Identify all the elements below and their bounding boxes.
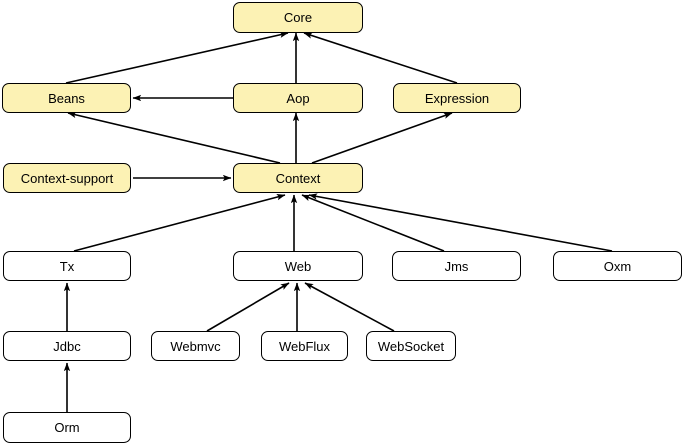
edge-beans-to-core [65,31,289,84]
node-context[interactable]: Context [233,163,363,193]
edge-tx-to-context [73,194,286,252]
node-aop[interactable]: Aop [233,83,363,113]
node-oxm[interactable]: Oxm [553,251,682,281]
node-label-beans: Beans [48,90,85,106]
node-label-context-support: Context-support [20,170,114,186]
edges-group [63,31,613,412]
edge-jms-to-context [301,194,445,252]
node-label-jdbc: Jdbc [53,338,81,354]
node-label-webmvc: Webmvc [170,338,221,354]
node-expression[interactable]: Expression [393,83,521,113]
node-label-oxm: Oxm [603,258,632,274]
node-label-expression: Expression [424,90,490,106]
node-label-core: Core [283,10,313,25]
node-label-context: Context [275,170,321,186]
node-label-jms: Jms [444,258,469,274]
edge-webmvc-to-web [206,282,290,332]
node-label-webflux: WebFlux [278,338,331,354]
edge-expression-to-core [303,32,458,84]
node-web[interactable]: Web [233,251,363,281]
node-webflux[interactable]: WebFlux [261,331,348,361]
node-core[interactable]: Core [233,2,363,33]
node-webmvc[interactable]: Webmvc [151,331,240,361]
node-websocket[interactable]: WebSocket [366,331,456,361]
node-label-web: Web [284,258,312,274]
edge-context-to-beans [67,111,281,164]
edge-websocket-to-web [304,282,395,332]
node-jdbc[interactable]: Jdbc [3,331,131,361]
edge-oxm-to-context [308,193,613,252]
node-jms[interactable]: Jms [392,251,521,281]
node-context-support[interactable]: Context-support [3,163,131,193]
node-orm[interactable]: Orm [3,412,131,443]
node-tx[interactable]: Tx [3,251,131,281]
node-beans[interactable]: Beans [2,83,131,113]
node-label-websocket: WebSocket [377,338,445,354]
node-label-orm: Orm [54,420,80,435]
node-label-aop: Aop [286,90,310,106]
node-label-tx: Tx [59,258,75,274]
edge-context-to-expression [311,112,453,164]
